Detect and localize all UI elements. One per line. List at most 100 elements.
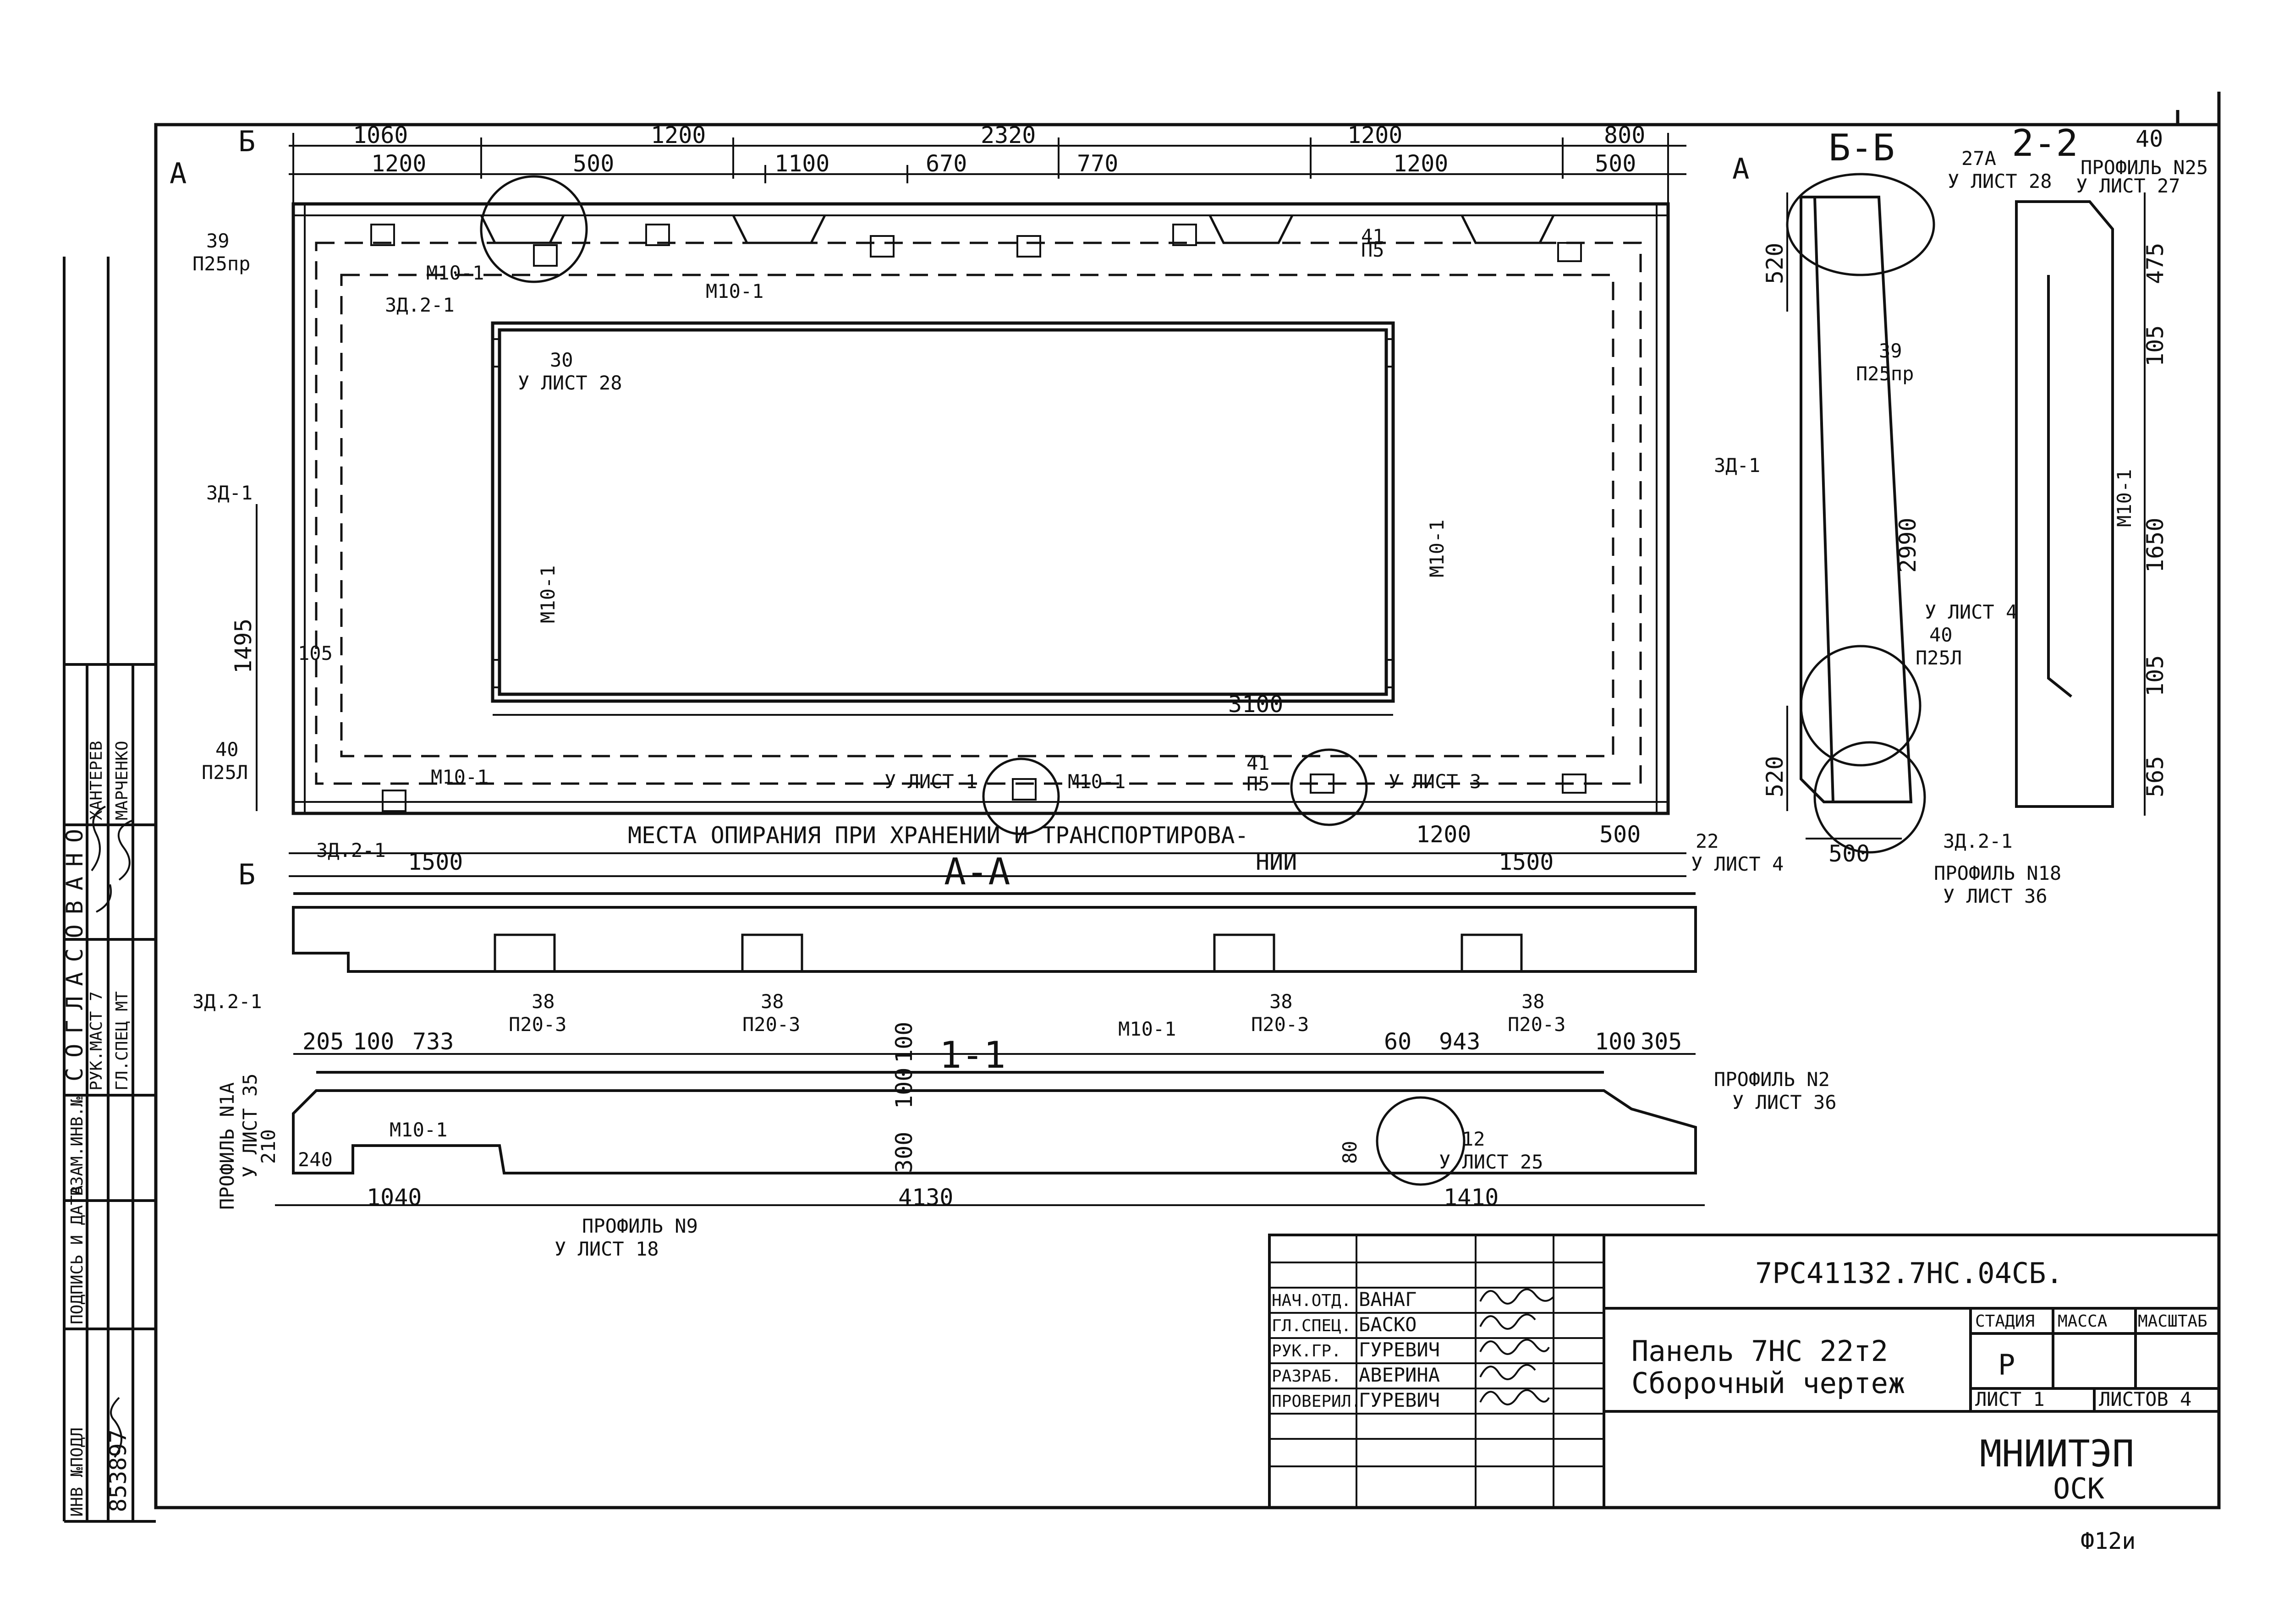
dim-bottom-3: 500	[1599, 821, 1641, 848]
callout-zd21-bb: ЗД.2-1	[1943, 830, 2013, 852]
stamp-approved: СОГЛАСОВАНО	[61, 819, 88, 1081]
callout-12: 12	[1462, 1128, 1485, 1150]
section-bb-title: Б-Б	[1828, 126, 1895, 169]
s11-top-dim-5: 943	[1439, 1028, 1480, 1055]
department-name: ОСК	[2053, 1472, 2105, 1505]
sig-role-2: ГЛ.СПЕЦ.	[1272, 1317, 1351, 1335]
document-code: 7РС41132.7НС.04СБ.	[1755, 1256, 2063, 1290]
callout-bb-28: У ЛИСТ 28	[1948, 170, 2052, 192]
callout-41: 41	[1246, 752, 1270, 774]
s11-side-dim-2: 240	[298, 1148, 333, 1171]
sig-role-1: НАЧ.ОТД.	[1272, 1291, 1351, 1310]
left-approval-stamp: СОГЛАСОВАНО РУК.МАСТ 7 ГЛ.СПЕЦ МТ ХАНТЕР…	[61, 257, 156, 1523]
prof9-ref: У ЛИСТ 18	[555, 1238, 659, 1260]
section-b-b: Б-Б 520 2990 520 500 У ЛИСТ 28 27А 39 П2…	[1691, 126, 2061, 907]
embedded-parts	[370, 224, 1587, 812]
s11-side-dim-5: 100	[891, 1022, 917, 1063]
title-block: 7РС41132.7НС.04СБ. Панель 7НС 22т2 Сборо…	[1268, 1234, 2220, 1509]
section-11-title: 1-1	[939, 1034, 1006, 1076]
callout-m10-top-2: М10-1	[706, 280, 763, 302]
prof25-ref: У ЛИСТ 27	[2076, 175, 2180, 197]
callout-22-ref: У ЛИСТ 4	[1691, 853, 1784, 875]
bb-dim-520-bottom: 520	[1762, 756, 1788, 797]
section-aa-title: А-А	[944, 850, 1010, 893]
callout-38-3: 38	[1269, 990, 1293, 1013]
stamp-signature-2	[117, 819, 133, 881]
support-note-line-2: НИИ	[1256, 849, 1297, 875]
stage-label: СТАДИЯ	[1975, 1312, 2035, 1331]
callout-7a-ref: У ЛИСТ 3	[1389, 770, 1481, 793]
s11-bottom-dims: 1040 4130 1410	[367, 1184, 1499, 1211]
dim-second-7: 500	[1595, 150, 1636, 177]
prof25-label: ПРОФИЛЬ N25	[2081, 156, 2208, 179]
callout-27a: 27А	[1961, 147, 1996, 170]
document-title-line-1: Панель 7НС 22т2	[1631, 1334, 1888, 1368]
prof18-ref: У ЛИСТ 36	[1943, 885, 2048, 907]
section-mark-b-bottom: Б	[238, 858, 255, 891]
dim-top-5: 800	[1604, 122, 1645, 148]
view-2-2: 2-2 40 475 105 1650 105 565 ПРОФИЛЬ N25 …	[2012, 122, 2208, 816]
sig-role-3: РУК.ГР.	[1272, 1342, 1341, 1361]
prof1a-ref: У ЛИСТ 35	[239, 1073, 261, 1178]
s11-top-dim-2: 100	[353, 1028, 394, 1055]
callout-30-ref: У ЛИСТ 28	[518, 372, 622, 394]
callout-41-top-ref: П5	[1361, 239, 1384, 261]
s11-side-dim-4: 100	[891, 1068, 917, 1109]
stamp-row1-role: РУК.МАСТ 7	[87, 991, 106, 1091]
stamp-signature-1	[91, 806, 112, 913]
dim-bottom-1: 1500	[408, 849, 463, 875]
callout-40-bb: 40	[1929, 624, 1953, 646]
height-dim-1495: 1495	[230, 619, 257, 674]
callout-41-ref: П5	[1246, 773, 1270, 795]
dimension-lines	[256, 133, 1686, 877]
s11-side-dim-1: 210	[257, 1129, 280, 1164]
s11-top-dim-3: 733	[412, 1028, 454, 1055]
callout-m10-s11: М10-1	[390, 1119, 447, 1141]
s11-top-dim-7: 305	[1641, 1028, 1682, 1055]
callout-38-ref-3: П20-3	[1251, 1013, 1309, 1036]
m10-v22: М10-1	[2113, 469, 2136, 527]
prof1a-label: ПРОФИЛЬ N1А	[216, 1082, 238, 1210]
main-elevation-view: 1060 1200 2320 1200 800 1200 500 1100 67…	[170, 122, 1749, 891]
drawing-frame	[154, 92, 2221, 1509]
view-22-title: 2-2	[2012, 122, 2078, 165]
callout-22: 22	[1696, 830, 1719, 852]
section-a-a: А-А 38 П20-3 38 П20-3 М10-1 38 П20-3 38 …	[192, 850, 1697, 1040]
s11-top-dim-6: 100	[1595, 1028, 1636, 1055]
s11-top-dims: 205 100 733 60 943 100 305	[302, 1028, 1682, 1055]
callout-40-ref-bb: П25Л	[1916, 647, 1962, 669]
dim-second-3: 1100	[774, 150, 829, 177]
v22-dim-565: 565	[2142, 756, 2169, 797]
callout-zd1: ЗД-1	[206, 482, 253, 504]
dim-top-4: 1200	[1347, 122, 1402, 148]
sig-name-2: БАСКО	[1359, 1313, 1417, 1336]
section-mark-b-top: Б	[238, 125, 255, 158]
dim-second-1: 1200	[371, 150, 426, 177]
prof18-label: ПРОФИЛЬ N18	[1934, 862, 2061, 884]
callout-40: 40	[215, 738, 239, 761]
stamp-inv-label: ИНВ №ПОДЛ	[68, 1427, 87, 1517]
v22-dim-1650: 1650	[2142, 518, 2169, 573]
callout-39-ref-bb: П25пр	[1856, 362, 1914, 385]
stamp-row2-role: ГЛ.СПЕЦ МТ	[113, 991, 132, 1091]
callout-21-ref: У ЛИСТ 4	[1925, 601, 2017, 623]
dim-second-4: 670	[926, 150, 967, 177]
callout-38-ref-1: П20-3	[509, 1013, 566, 1036]
s11-side-dims: 210 240 300 100 100 80	[257, 1022, 1361, 1173]
callout-zd21-bottom: ЗД.2-1	[316, 839, 386, 861]
s11-bottom-dim-3: 1410	[1444, 1184, 1499, 1211]
stamp-inv-value: 853897	[105, 1429, 132, 1512]
callout-38-1: 38	[532, 990, 555, 1013]
support-note-line-1: МЕСТА ОПИРАНИЯ ПРИ ХРАНЕНИИ И ТРАНСПОРТИ…	[628, 822, 1249, 849]
dim-second-2: 500	[573, 150, 614, 177]
dim-top-2: 1200	[651, 122, 706, 148]
bb-dim-520-top: 520	[1762, 243, 1788, 284]
sig-name-4: АВЕРИНА	[1359, 1364, 1440, 1386]
s11-top-dim-4: 60	[1384, 1028, 1411, 1055]
stamp-row2-name: МАРЧЕНКО	[113, 741, 132, 820]
signature-rows: НАЧ.ОТД. ВАНАГ ГЛ.СПЕЦ. БАСКО РУК.ГР. ГУ…	[1272, 1288, 1440, 1411]
dim-top-3: 2320	[981, 122, 1036, 148]
s11-top-dim-1: 205	[302, 1028, 344, 1055]
corner-mark: Ф12и	[2081, 1528, 2136, 1554]
document-title-line-2: Сборочный чертеж	[1631, 1366, 1905, 1400]
